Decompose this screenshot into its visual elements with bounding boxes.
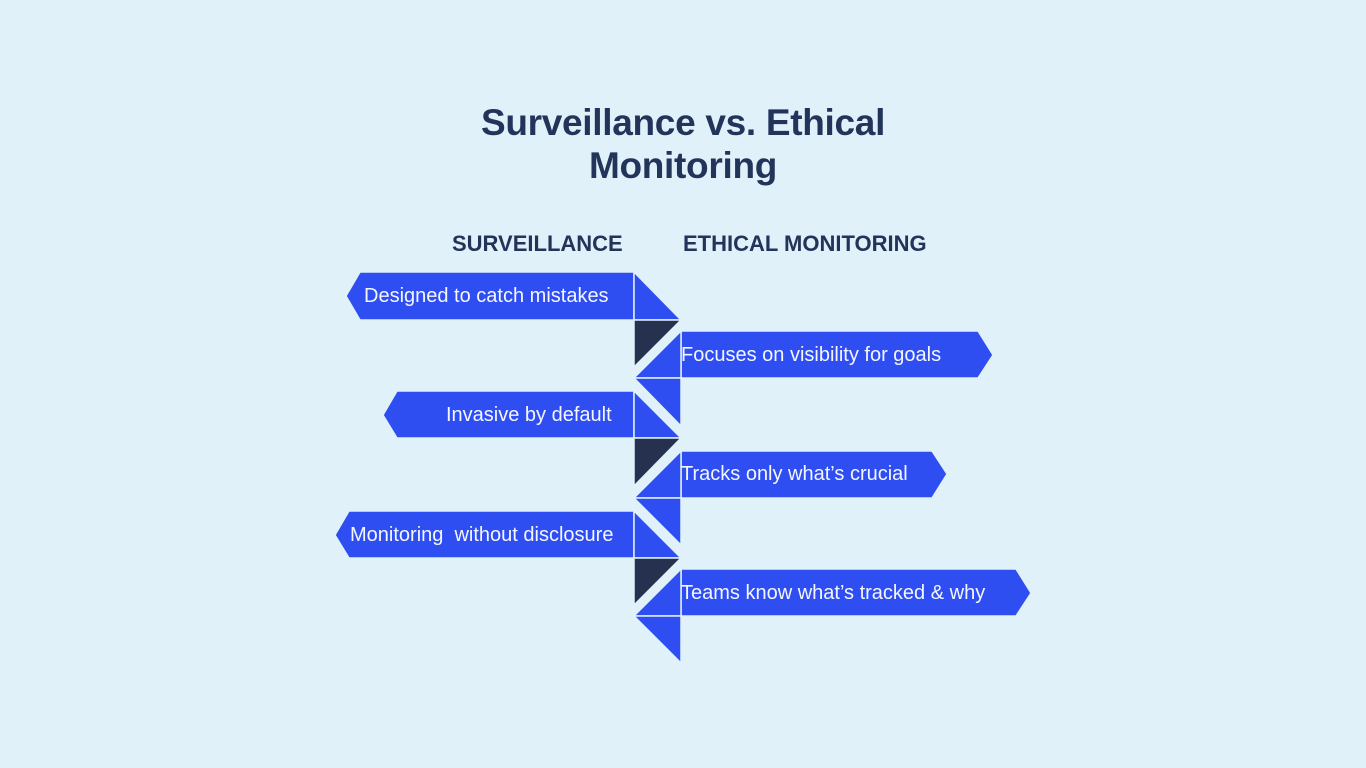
ethical-arrow-1 <box>632 329 994 379</box>
column-header-ethical-monitoring: ETHICAL MONITORING <box>683 231 927 256</box>
surveillance-item-3: Monitoring without disclosure <box>350 524 614 546</box>
surveillance-arrow-3 <box>334 509 683 559</box>
connector-blue-2 <box>632 497 682 547</box>
title-line-1: Surveillance vs. Ethical <box>480 102 886 143</box>
connector-blue-1 <box>632 377 682 428</box>
connector-dark-1 <box>633 319 683 369</box>
ethical-item-2: Tracks only what’s crucial <box>681 463 908 485</box>
surveillance-item-1: Designed to catch mistakes <box>364 285 609 307</box>
ethical-arrow-2 <box>632 449 948 499</box>
column-header-surveillance: SURVEILLANCE <box>452 231 623 256</box>
ethical-arrow-3 <box>632 567 1032 617</box>
ethical-item-1: Focuses on visibility for goals <box>681 344 942 366</box>
connector-dark-2 <box>633 437 683 488</box>
surveillance-item-2: Invasive by default <box>446 404 612 426</box>
surveillance-arrow-2 <box>382 389 683 439</box>
ethical-item-3: Teams know what’s tracked & why <box>681 582 986 604</box>
connector-dark-3 <box>633 557 683 607</box>
page-title: Surveillance vs. Ethical Monitoring <box>0 101 1366 187</box>
connector-blue-3 <box>632 615 682 665</box>
title-line-2: Monitoring <box>588 145 778 186</box>
